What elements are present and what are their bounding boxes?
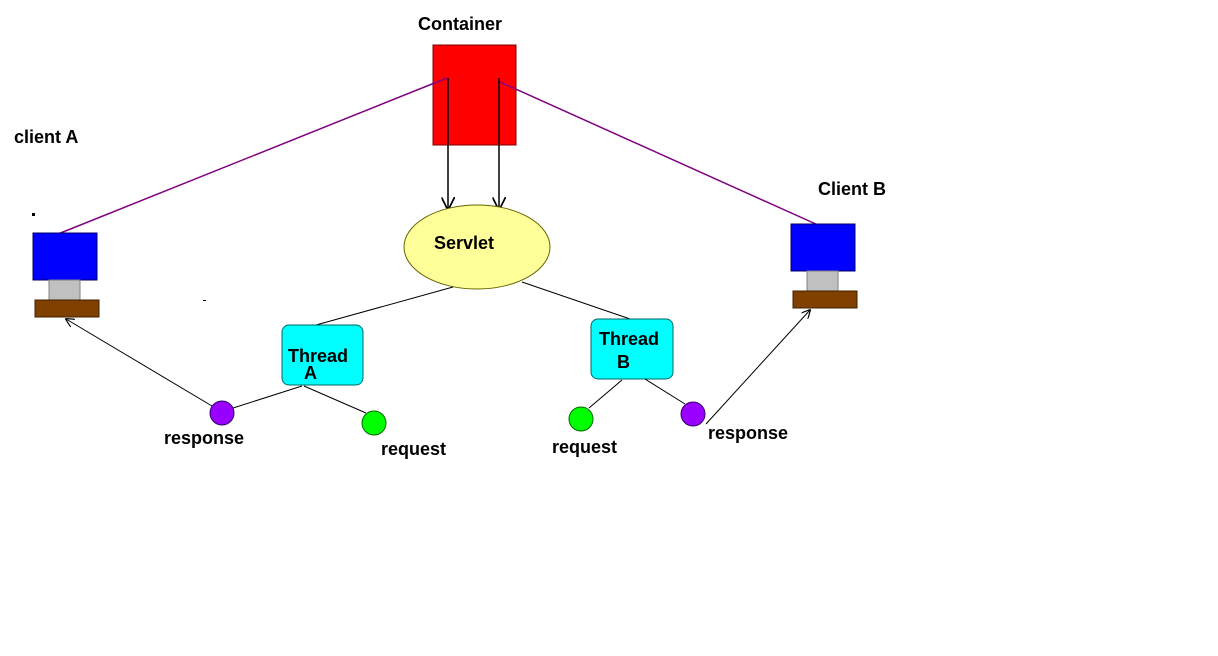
request-b-node: [568, 406, 594, 432]
container-to-client-b-link: [499, 81, 819, 226]
response-b-to-client-b-arrow: [705, 310, 810, 425]
request-b-label: request: [552, 437, 617, 457]
thread-a-to-response-link: [229, 385, 303, 410]
thread-b-node: [590, 318, 674, 380]
stray-dot-center: [203, 300, 206, 301]
container-box: [432, 44, 517, 146]
request-a-label: request: [381, 439, 446, 459]
servlet-to-thread-a-link: [315, 286, 454, 326]
client-a-computer-icon: [32, 232, 100, 318]
container-to-client-a-link: [57, 77, 448, 235]
stray-dot-left: [32, 213, 35, 216]
client-b-computer-icon: [790, 223, 858, 309]
container-label: Container: [418, 14, 502, 34]
thread-b-to-response-link: [644, 378, 686, 405]
response-b-label: response: [708, 423, 788, 443]
client-b-label: Client B: [818, 179, 886, 199]
thread-a-node: [281, 324, 364, 386]
thread-a-label-line2: A: [304, 363, 317, 383]
response-a-label: response: [164, 428, 244, 448]
thread-b-to-request-link: [588, 379, 623, 409]
servlet-node: [403, 204, 551, 290]
response-a-to-client-a-arrow: [66, 319, 213, 407]
request-a-node: [361, 410, 387, 436]
servlet-to-thread-b-link: [521, 281, 634, 321]
thread-a-label-line1: Thread: [288, 346, 348, 366]
response-a-node: [209, 400, 235, 426]
servlet-label: Servlet: [434, 233, 494, 253]
thread-b-label-line2: B: [617, 352, 630, 372]
response-b-node: [680, 401, 706, 427]
thread-a-to-request-link: [303, 385, 367, 414]
thread-b-label-line1: Thread: [599, 329, 659, 349]
client-a-label: client A: [14, 127, 78, 147]
